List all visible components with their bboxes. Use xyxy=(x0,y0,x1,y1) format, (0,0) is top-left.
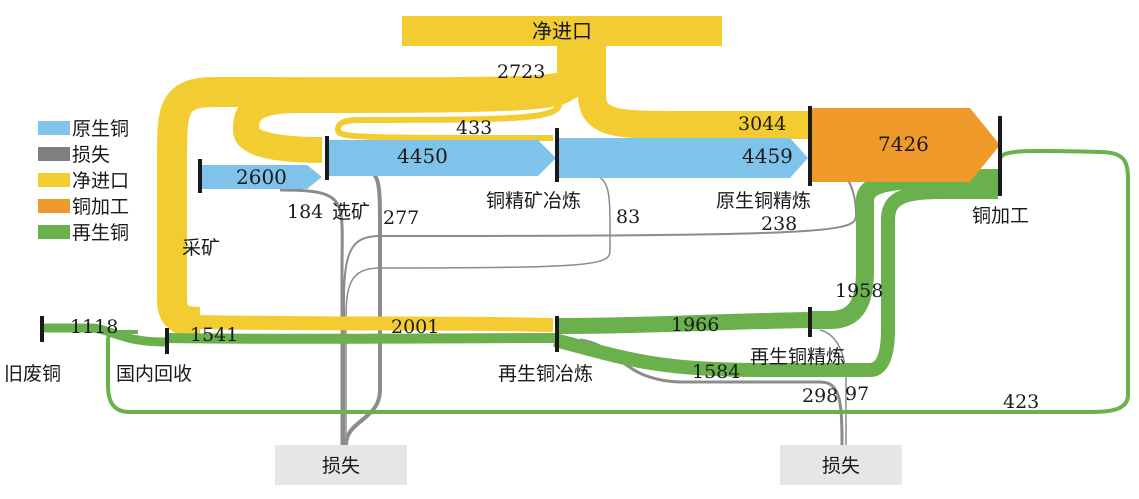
mining-label: 采矿 xyxy=(182,237,220,259)
value-433: 433 xyxy=(456,117,492,139)
secondary-direct-flow xyxy=(553,185,998,377)
old-scrap-node xyxy=(40,316,44,342)
smelting-node xyxy=(555,128,559,182)
mining-out-arrow xyxy=(200,165,322,189)
value-298: 298 xyxy=(802,385,838,407)
primary-refining-label: 原生铜精炼 xyxy=(716,190,811,212)
value-238: 238 xyxy=(761,213,797,235)
value-1541: 1541 xyxy=(190,324,238,346)
legend-swatch-4 xyxy=(38,225,70,239)
value-4450: 4450 xyxy=(397,144,448,168)
node-bars xyxy=(40,106,1002,354)
value-7426: 7426 xyxy=(878,132,929,156)
loss-box-left: 损失 xyxy=(275,445,407,485)
mining-node xyxy=(198,159,202,193)
domestic-recovery-node xyxy=(165,328,169,354)
import-to-primary-refining xyxy=(578,45,808,139)
smelting-label: 铜精矿冶炼 xyxy=(486,190,581,212)
value-1118: 1118 xyxy=(70,316,118,338)
net-import-box: 净进口 xyxy=(402,16,722,46)
value-2001: 2001 xyxy=(391,316,439,338)
beneficiation-label: 选矿 xyxy=(332,201,370,223)
secondary-to-refining-flow xyxy=(554,312,809,334)
value-184: 184 xyxy=(287,201,323,223)
import-to-secondary-smelting xyxy=(199,315,554,332)
beneficiation-node xyxy=(325,136,329,180)
value-97: 97 xyxy=(845,383,869,405)
old-scrap-label: 旧废铜 xyxy=(4,363,61,385)
value-83: 83 xyxy=(616,206,640,228)
loss-box-right: 损失 xyxy=(780,445,902,485)
beneficiation-out-arrow xyxy=(328,140,556,176)
legend-label-4: 再生铜 xyxy=(72,222,129,244)
return-loop-423 xyxy=(106,148,1130,414)
import-to-smelting xyxy=(334,45,563,141)
loss-flow-smelting xyxy=(345,174,611,445)
processing-node xyxy=(998,116,1002,196)
legend-swatch-2 xyxy=(38,173,70,187)
value-4459: 4459 xyxy=(742,144,793,168)
old-scrap-flow xyxy=(42,323,166,347)
secondary-refining-node xyxy=(808,307,812,337)
processing-label: 铜加工 xyxy=(972,205,1029,227)
domestic-recovery-flow xyxy=(164,333,556,344)
net-import-label: 净进口 xyxy=(532,19,592,43)
loss-left-label: 损失 xyxy=(322,455,360,477)
loss-flow-refining xyxy=(343,164,858,445)
legend-label-2: 净进口 xyxy=(72,170,129,192)
legend-swatch-1 xyxy=(38,147,70,161)
legend-label-3: 铜加工 xyxy=(72,196,129,218)
primary-refining-node xyxy=(808,106,812,186)
legend-swatch-0 xyxy=(38,121,70,135)
value-1966: 1966 xyxy=(671,314,719,336)
smelting-out-arrow xyxy=(558,138,808,178)
secondary-refining-label: 再生铜精炼 xyxy=(750,346,845,368)
value-3044: 3044 xyxy=(738,113,786,135)
legend-label-1: 损失 xyxy=(72,144,110,166)
value-423: 423 xyxy=(1003,391,1039,413)
legend-swatch-3 xyxy=(38,199,70,213)
primary-copper-flows xyxy=(200,108,1000,189)
loss-flow-mining xyxy=(279,188,344,445)
secondary-smelting-node xyxy=(555,316,559,352)
loss-flow-secondary-b xyxy=(819,329,847,445)
processing-arrow xyxy=(810,108,1000,182)
recycled-flows xyxy=(42,148,1130,414)
legend-label-0: 原生铜 xyxy=(72,118,129,140)
value-1958: 1958 xyxy=(835,280,883,302)
loss-right-label: 损失 xyxy=(822,455,860,477)
value-1584: 1584 xyxy=(692,361,740,383)
import-to-beneficiation xyxy=(232,45,583,163)
domestic-recovery-label: 国内回收 xyxy=(116,363,192,385)
secondary-smelting-label: 再生铜冶炼 xyxy=(498,363,593,385)
value-2600: 2600 xyxy=(236,165,287,189)
net-import-flows xyxy=(157,45,808,337)
value-2723: 2723 xyxy=(497,61,545,83)
value-277: 277 xyxy=(383,207,419,229)
